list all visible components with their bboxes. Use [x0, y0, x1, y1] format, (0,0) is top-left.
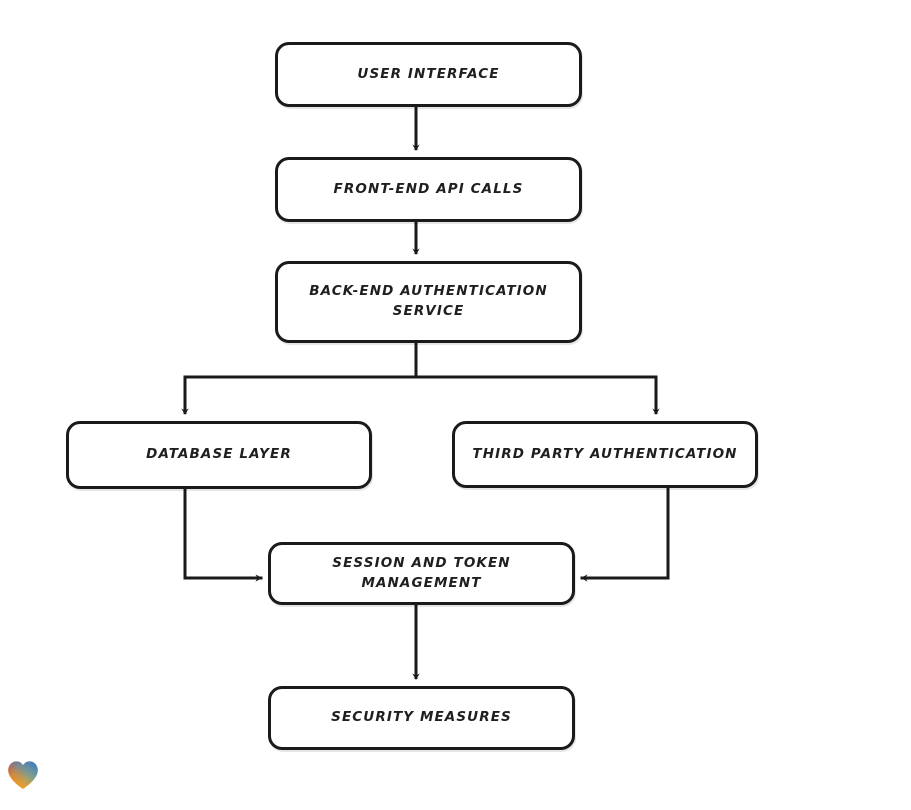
node-security-measures[interactable]: Security Measures	[268, 686, 575, 750]
node-session-and-token-management[interactable]: Session and Token Management	[268, 542, 575, 605]
node-label-back-end-authentication-service: Back-End Authentication Service	[309, 283, 548, 319]
node-label-third-party-authentication: Third Party Authentication	[472, 445, 738, 462]
node-label-database-layer: Database Layer	[146, 446, 292, 463]
node-label-session-and-token-management: Session and Token Management	[332, 554, 511, 591]
node-label-front-end-api-calls: Front-End API Calls	[333, 180, 524, 197]
node-database-layer[interactable]: Database Layer	[66, 421, 372, 489]
heart-icon	[8, 761, 38, 789]
node-label-security-measures: Security Measures	[331, 709, 512, 726]
node-user-interface[interactable]: User Interface	[275, 42, 582, 107]
edge-backend-split	[183, 341, 658, 379]
node-third-party-authentication[interactable]: Third Party Authentication	[452, 421, 758, 488]
node-label-user-interface: User Interface	[357, 65, 500, 82]
edge-database-to-session	[183, 487, 263, 582]
node-front-end-api-calls[interactable]: Front-End API Calls	[275, 157, 582, 222]
edge-thirdparty-to-session	[580, 486, 670, 582]
node-back-end-authentication-service[interactable]: Back-End Authentication Service	[275, 261, 582, 343]
